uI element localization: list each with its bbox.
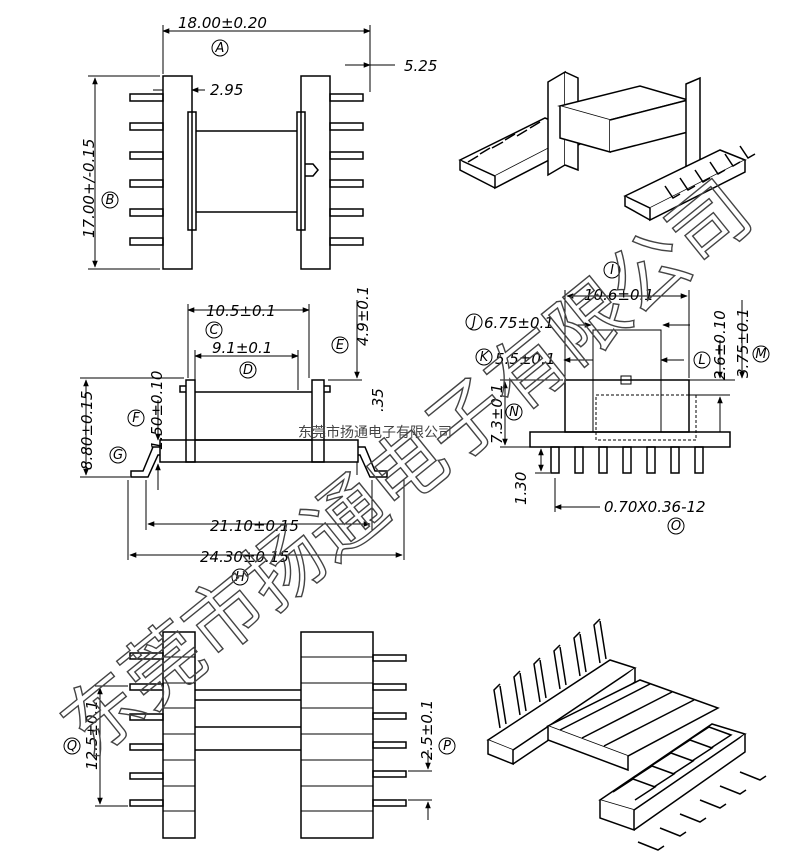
end-view-pins [550, 446, 704, 474]
label-q-circle: Q [63, 737, 81, 755]
bottom-right-pins [372, 654, 407, 807]
dim-a-right-text: 5.25 [404, 57, 437, 75]
dim-p-text: 2.5±0.1 [418, 700, 436, 760]
bottom-view-flange-ribs [163, 656, 373, 812]
dim-n-text: 7.3±0.1 [488, 384, 506, 444]
label-j: J [469, 315, 476, 330]
label-l-circle: L [693, 351, 711, 369]
label-h: H [235, 570, 245, 585]
label-f-circle: F [127, 409, 145, 427]
label-e-circle: E [331, 336, 349, 354]
bottom-view [95, 631, 432, 839]
label-i: I [610, 263, 614, 278]
dim-m-text: 3.75±0.1 [734, 308, 752, 378]
label-j-circle: J [465, 313, 483, 331]
isometric-top-view [458, 70, 756, 222]
label-p-circle: P [438, 737, 456, 755]
dim-n-low-text: 1.30 [512, 472, 530, 505]
side-view [80, 300, 405, 560]
dim-i-text: 10.6±0.1 [584, 286, 654, 304]
label-a: A [215, 41, 225, 56]
iso-bottom-left-pins [493, 618, 607, 729]
iso-bottom-right-pins [637, 771, 767, 851]
bottom-dimension-lines [95, 685, 432, 820]
label-b: B [106, 193, 115, 208]
label-m: M [755, 347, 766, 362]
dim-h-text: 24.30±0.15 [200, 548, 289, 566]
label-f: F [132, 411, 140, 426]
front-right-pins [329, 93, 364, 246]
dim-f-right-text: .35 [369, 388, 387, 412]
label-p: P [443, 739, 451, 754]
iso-top-left-pins [467, 121, 541, 163]
dim-h-inner-text: 21.10±0.15 [210, 517, 299, 535]
label-q: Q [67, 739, 77, 754]
iso-top-right-pins [664, 145, 756, 199]
label-c: C [209, 323, 219, 338]
bottom-left-pins [129, 652, 164, 807]
dim-f-text: 1.50±0.10 [148, 371, 166, 450]
watermark-small-text: 东莞市扬通电子有限公司 [298, 424, 452, 441]
dim-l-text: 2.6±0.10 [711, 310, 729, 380]
dim-j-text: 6.75±0.1 [484, 314, 554, 332]
label-m-circle: M [752, 345, 770, 363]
label-g-circle: G [109, 446, 127, 464]
label-d-circle: D [239, 361, 257, 379]
label-e: E [336, 338, 345, 353]
front-dimension-lines [88, 25, 395, 270]
label-k: K [480, 350, 490, 365]
watermark-big-text: 东莞市扬通电子有限公司 [45, 165, 768, 775]
side-dimension-lines [80, 300, 405, 560]
dim-a-mid-text: 2.95 [210, 81, 243, 99]
label-o: O [671, 519, 681, 534]
dim-d-text: 9.1±0.1 [212, 339, 272, 357]
dim-b-text: 17.00+/-0.15 [80, 139, 98, 238]
label-d: D [243, 363, 253, 378]
end-dimension-lines [500, 290, 745, 512]
watermark: 东莞市扬通电子有限公司 东莞市扬通电子有限公司 [45, 164, 770, 775]
end-view [500, 290, 745, 512]
label-k-circle: K [475, 348, 493, 366]
dim-k-text: 5.5±0.1 [495, 350, 555, 368]
dim-c-text: 10.5±0.1 [206, 302, 276, 320]
dim-e-text: 4.9±0.1 [354, 286, 372, 346]
label-h-circle: H [231, 568, 249, 586]
label-c-circle: C [205, 321, 223, 339]
dim-g-text: 8.80±0.15 [78, 391, 96, 470]
label-i-circle: I [603, 261, 621, 279]
dim-o-text: 0.70X0.36-12 [604, 498, 706, 516]
label-l: L [698, 353, 705, 368]
label-a-circle: A [211, 39, 229, 57]
label-n: N [509, 405, 519, 420]
iso-bottom-right-blocks [612, 726, 733, 801]
label-g: G [113, 448, 123, 463]
label-b-circle: B [101, 191, 119, 209]
front-view [88, 25, 395, 270]
dim-q-text: 12.5±0.1 [83, 700, 101, 770]
isometric-bottom-view [486, 618, 767, 851]
front-left-pins [129, 93, 164, 246]
dim-a-text: 18.00±0.20 [178, 14, 267, 32]
label-n-circle: N [505, 403, 523, 421]
label-o-circle: O [667, 517, 685, 535]
